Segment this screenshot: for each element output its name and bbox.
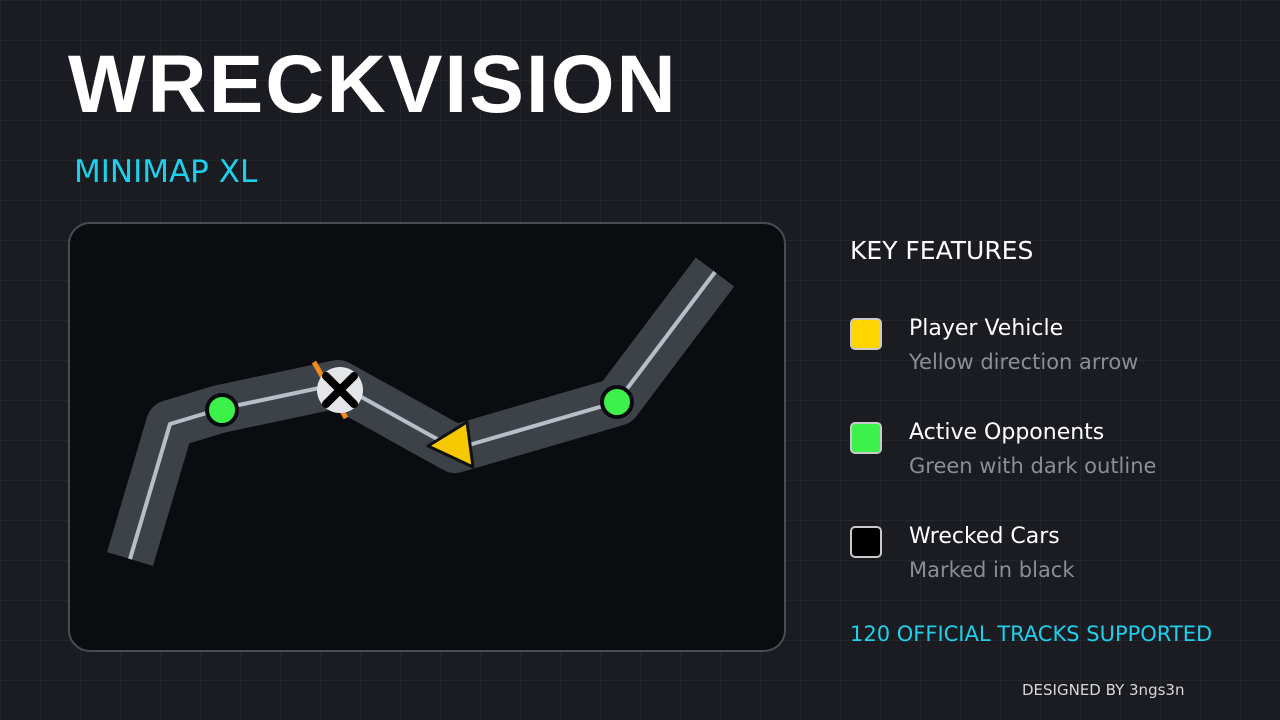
feature-title: Active Opponents [909,420,1105,445]
feature-active-opponents: Active Opponents Green with dark outline [850,420,1270,490]
player-vehicle-arrow [426,420,475,469]
opponent-marker-1 [205,393,239,427]
features-heading: KEY FEATURES [850,236,1034,265]
active-opponent-swatch-icon [850,422,882,454]
feature-title: Wrecked Cars [909,524,1060,549]
wrecked-car-marker [311,360,363,420]
designer-credit: DESIGNED BY 3ngs3n [1022,681,1185,699]
minimap-canvas [106,257,735,566]
feature-description: Yellow direction arrow [909,350,1139,374]
feature-wrecked-cars: Wrecked Cars Marked in black [850,524,1270,594]
feature-description: Marked in black [909,558,1075,582]
app-title: WRECKVISION [68,39,678,130]
wrecked-car-swatch-icon [850,526,882,558]
app-subtitle: MINIMAP XL [74,154,258,190]
feature-player-vehicle: Player Vehicle Yellow direction arrow [850,316,1270,386]
feature-title: Player Vehicle [909,316,1064,341]
opponent-marker-2 [600,385,634,419]
feature-description: Green with dark outline [909,454,1157,478]
player-vehicle-swatch-icon [850,318,882,350]
tracks-supported: 120 OFFICIAL TRACKS SUPPORTED [850,622,1213,646]
minimap-panel [68,222,786,652]
